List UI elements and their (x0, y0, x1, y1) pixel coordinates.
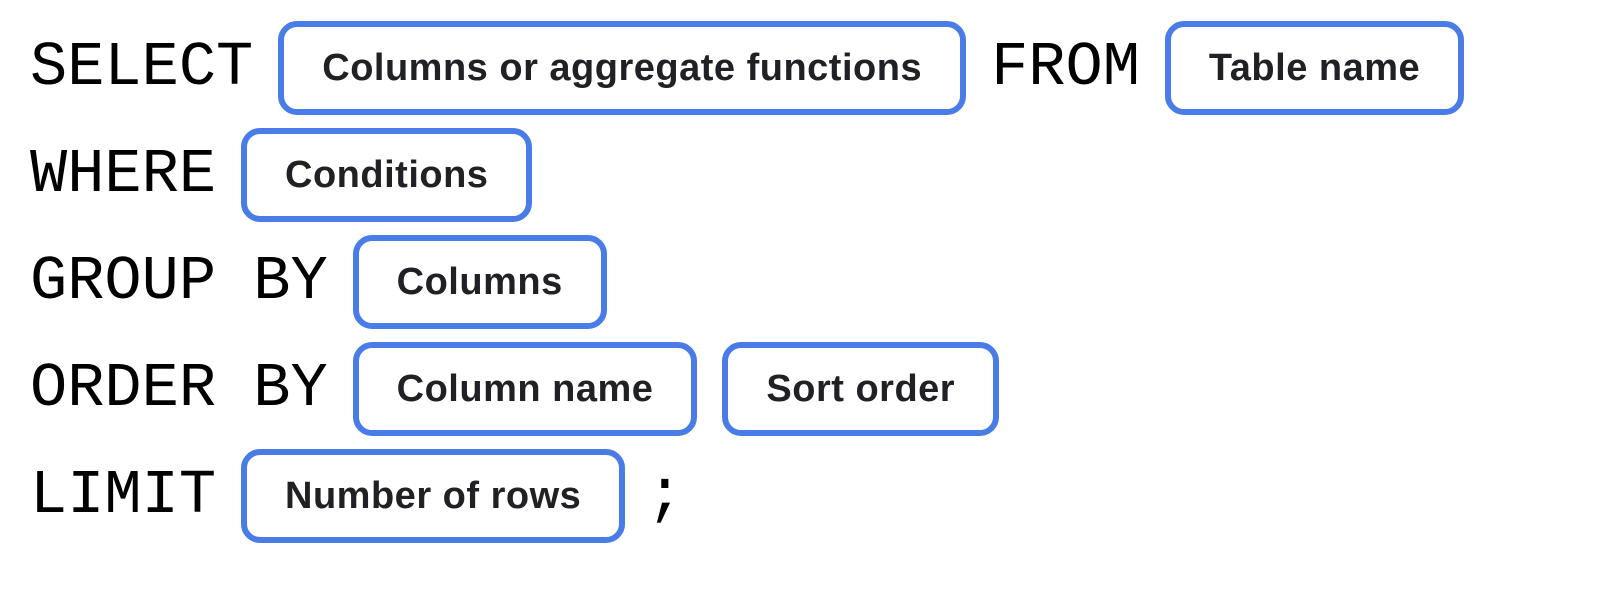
syntax-row-where: WHERE Conditions (30, 127, 1590, 222)
keyword-select: SELECT (30, 31, 254, 103)
pill-sort-order: Sort order (722, 341, 1000, 436)
keyword-order-by: ORDER BY (30, 352, 328, 424)
keyword-from: FROM (991, 31, 1140, 103)
pill-number-of-rows: Number of rows (241, 448, 626, 543)
pill-table-name: Table name (1164, 20, 1465, 115)
syntax-row-select: SELECT Columns or aggregate functions FR… (30, 20, 1590, 115)
keyword-limit: LIMIT (30, 459, 217, 531)
pill-columns: Columns (352, 234, 607, 329)
pill-conditions: Conditions (241, 127, 533, 222)
syntax-row-limit: LIMIT Number of rows ; (30, 448, 1590, 543)
keyword-where: WHERE (30, 138, 217, 210)
semicolon-terminator: ; (646, 459, 684, 531)
syntax-row-group-by: GROUP BY Columns (30, 234, 1590, 329)
pill-column-name: Column name (352, 341, 698, 436)
syntax-row-order-by: ORDER BY Column name Sort order (30, 341, 1590, 436)
keyword-group-by: GROUP BY (30, 245, 328, 317)
pill-columns-or-aggregate-functions: Columns or aggregate functions (278, 20, 967, 115)
